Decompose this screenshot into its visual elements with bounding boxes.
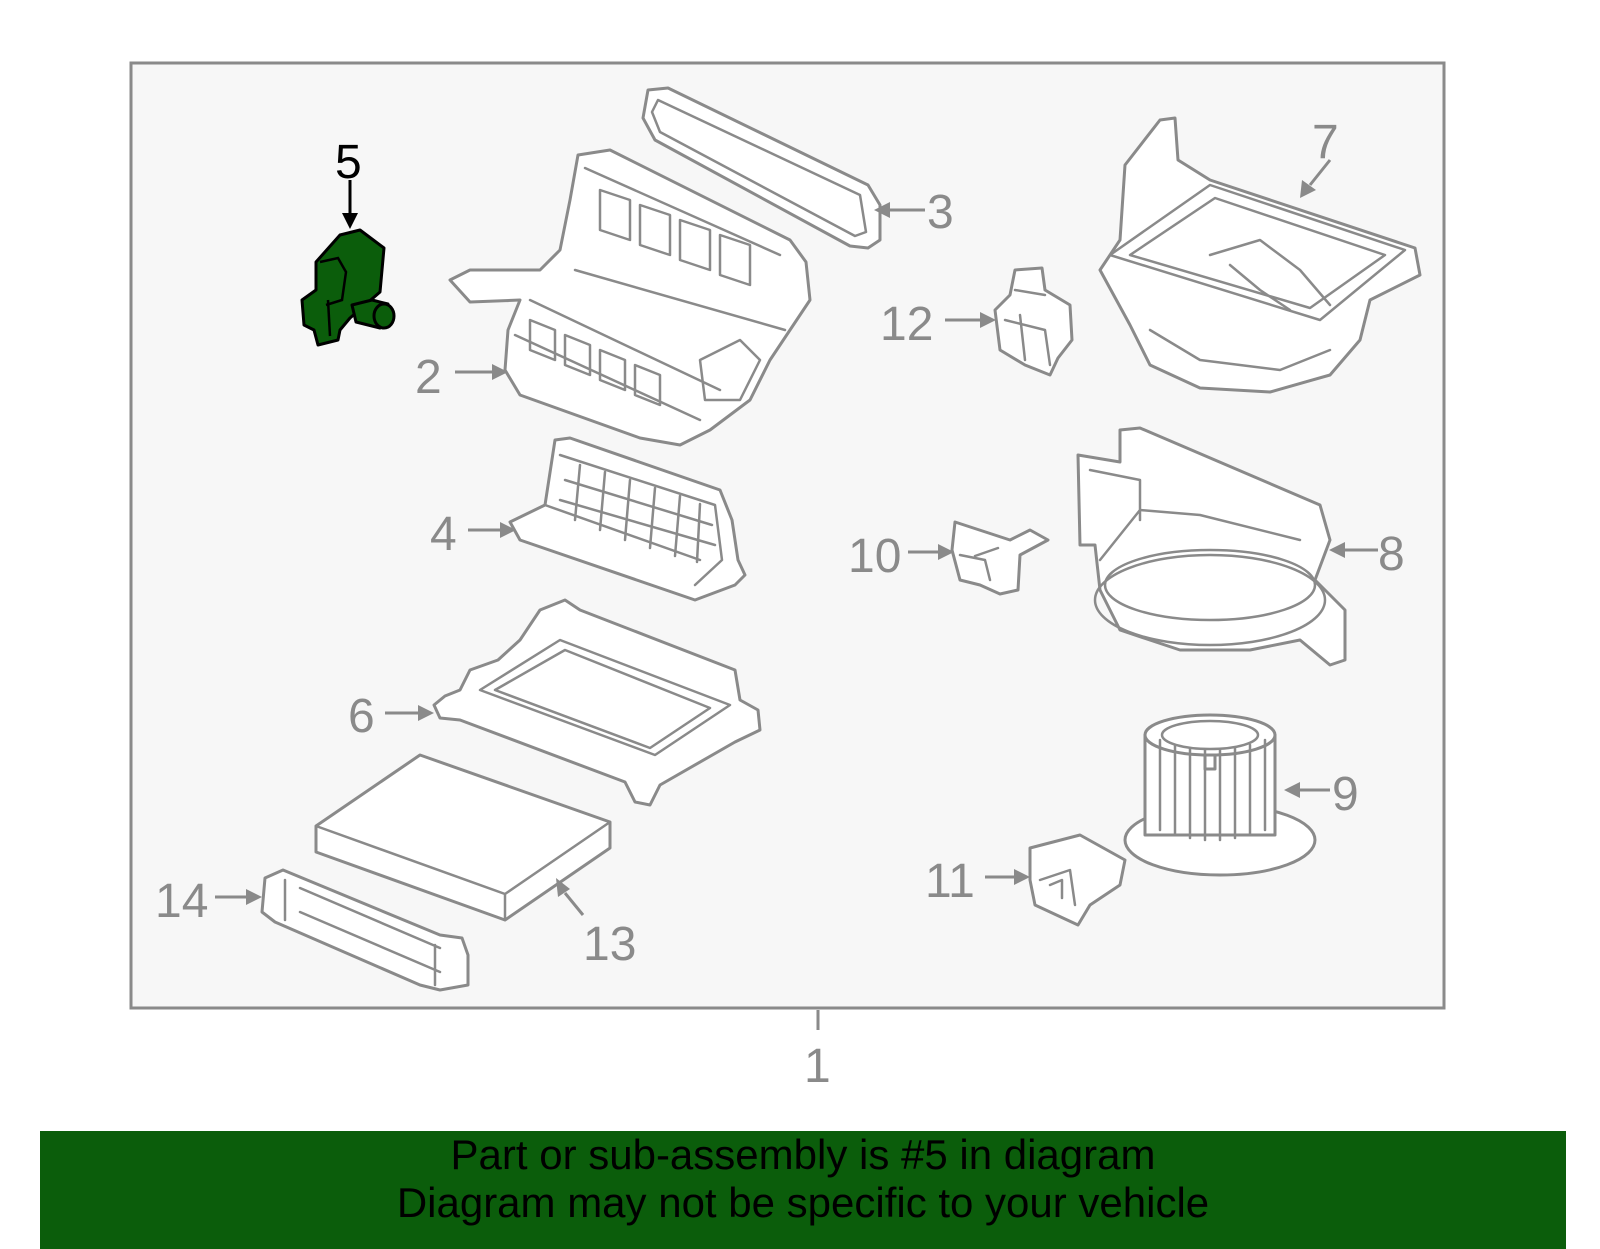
label-11: 11 — [925, 855, 975, 908]
part-9-blower-motor[interactable] — [1123, 713, 1317, 877]
label-7-arrow — [1308, 159, 1332, 186]
part-8-blower-lower-case[interactable] — [1076, 426, 1347, 667]
label-5-arrowhead — [342, 213, 358, 229]
label-10: 10 — [848, 530, 901, 583]
info-banner: Part or sub-assembly is #5 in diagram Di… — [40, 1131, 1566, 1249]
label-8-arrowhead — [1329, 542, 1345, 558]
label-3-arrowhead — [874, 202, 890, 218]
label-12-arrowhead — [980, 312, 996, 328]
part-4-door[interactable] — [508, 436, 747, 602]
label-13-arrowhead — [556, 878, 570, 897]
label-5: 5 — [335, 136, 362, 189]
label-6-arrowhead — [418, 705, 434, 721]
part-10-sensor[interactable] — [950, 520, 1050, 596]
part-2-hvac-case[interactable] — [448, 148, 812, 447]
label-7: 7 — [1312, 116, 1339, 169]
label-6: 6 — [348, 690, 375, 743]
label-11-arrowhead — [1014, 869, 1030, 885]
parts-diagram: 1 5 2 3 4 6 — [129, 61, 1446, 1093]
label-9-arrowhead — [1284, 782, 1300, 798]
label-13: 13 — [583, 918, 636, 971]
label-12: 12 — [880, 298, 933, 351]
label-14: 14 — [155, 875, 208, 928]
label-9: 9 — [1332, 768, 1359, 821]
banner-line-1: Part or sub-assembly is #5 in diagram — [450, 1131, 1156, 1178]
part-6-frame[interactable] — [432, 598, 762, 807]
label-13-arrow — [563, 892, 585, 916]
part-14-bracket[interactable] — [260, 868, 470, 992]
part-5-actuator[interactable] — [300, 228, 396, 347]
part-7-blower-upper-case[interactable] — [1098, 116, 1422, 394]
part-13-filter[interactable] — [314, 753, 612, 922]
label-3: 3 — [927, 186, 954, 239]
label-2: 2 — [415, 351, 442, 404]
label-7-arrowhead — [1300, 180, 1316, 198]
label-2-arrowhead — [492, 364, 508, 380]
label-14-arrowhead — [246, 889, 262, 905]
part-12-actuator[interactable] — [993, 266, 1074, 377]
part-11-resistor[interactable] — [1028, 833, 1127, 927]
label-10-arrowhead — [938, 544, 954, 560]
label-1: 1 — [804, 1040, 831, 1093]
part-3-seal[interactable] — [641, 86, 882, 250]
label-8: 8 — [1378, 528, 1405, 581]
label-4: 4 — [430, 508, 457, 561]
banner-line-2: Diagram may not be specific to your vehi… — [396, 1179, 1210, 1226]
label-4-arrowhead — [500, 522, 516, 538]
